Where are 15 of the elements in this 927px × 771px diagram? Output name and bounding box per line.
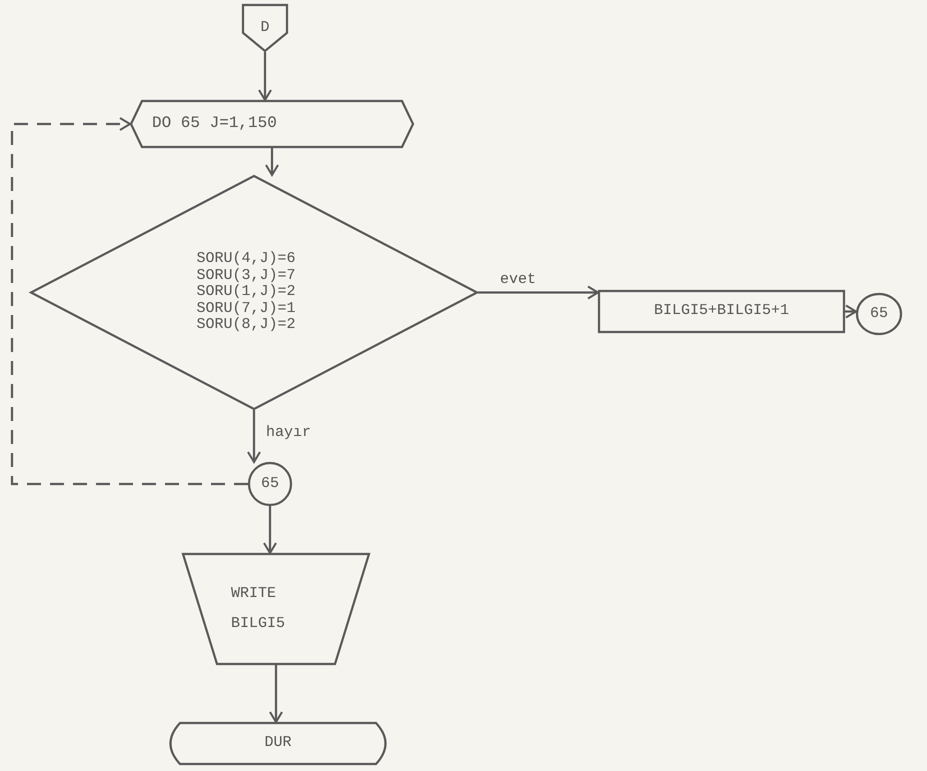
output-trapezoid bbox=[182, 553, 370, 665]
connector-circle bbox=[248, 462, 292, 506]
node-text: 65 bbox=[870, 306, 888, 322]
node-text: D bbox=[260, 20, 270, 36]
node-text: DO 65 J=1,150 bbox=[152, 115, 278, 133]
connector-circle bbox=[856, 293, 902, 335]
node-text: SORU(4,J)=6 SORU(3,J)=7 SORU(1,J)=2 SORU(7,J)=1 SORU(8,J)=2 bbox=[196, 251, 297, 334]
decision-diamond bbox=[30, 175, 478, 410]
process-box bbox=[598, 290, 845, 333]
off-page-connector bbox=[242, 4, 288, 52]
loop-hexagon bbox=[130, 100, 414, 148]
node-text: 65 bbox=[260, 476, 279, 492]
node-text: BILGI5+BILGI5+1 bbox=[654, 303, 790, 320]
node-text: WRITE BILGI5 bbox=[231, 584, 286, 634]
node-text: DUR bbox=[264, 735, 292, 752]
